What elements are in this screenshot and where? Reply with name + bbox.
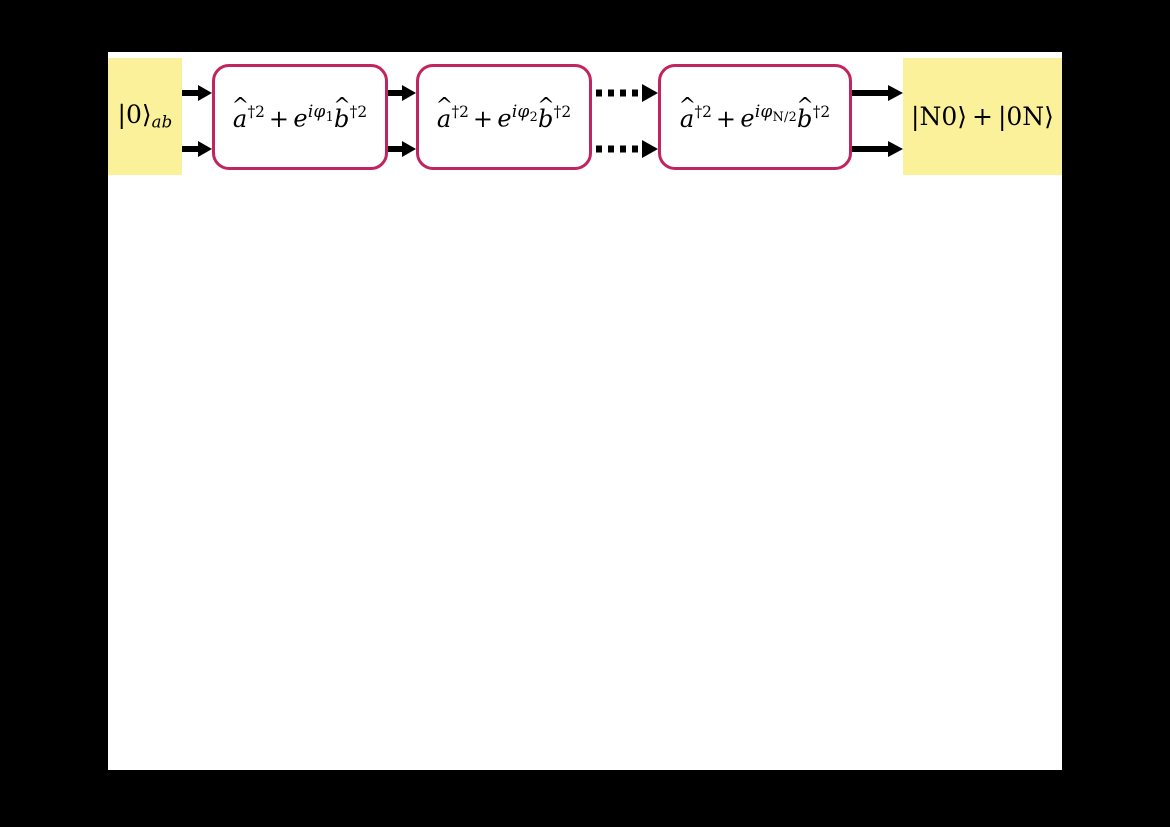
stage-2-op-b-exponent: †2: [553, 103, 572, 122]
stage-n-op-b-exponent: †2: [812, 103, 831, 122]
stage-2-exp-arg-text: iφ: [511, 101, 530, 122]
connector-stage-n-to-output-top: [852, 81, 903, 105]
stage-1-exp-arg: iφ1: [307, 101, 334, 124]
stage-1-op-a-exponent: †2: [247, 103, 265, 122]
stage-n-op-a: a: [680, 107, 695, 131]
connector-input-to-stage-1-top: [182, 81, 212, 105]
connector-input-to-stage-1-bottom: [182, 137, 212, 161]
stage-2-op-a: a: [437, 107, 452, 131]
stage-1-op-a: a: [233, 107, 248, 131]
stage-n-op-b: b: [797, 107, 813, 131]
stage-n-exp-base: e: [740, 104, 755, 133]
input-state-block: |0⟩ab: [108, 58, 182, 175]
stage-1-op-b-exponent: †2: [349, 103, 368, 122]
stage-n-exp-arg: iφN/2: [754, 101, 797, 124]
stage-2-op-a-exponent: †2: [451, 103, 469, 122]
stage-box-2: a†2+eiφ2b†2: [416, 64, 592, 170]
stage-2-exp-index: 2: [529, 109, 538, 125]
stage-1-exp-arg-text: iφ: [307, 101, 326, 122]
output-state-label: |N0⟩+|0N⟩: [911, 104, 1054, 129]
stage-1-exp-base: e: [293, 104, 308, 133]
connector-stage-1-to-stage-2-top: [388, 81, 416, 105]
stage-n-op-a-exponent: †2: [694, 103, 712, 122]
input-ket-subscript: ab: [151, 112, 173, 132]
stage-n-plus: +: [715, 104, 737, 133]
output-plus: +: [972, 102, 993, 131]
stage-2-formula: a†2+eiφ2b†2: [437, 103, 571, 131]
input-state-label: |0⟩ab: [118, 102, 173, 131]
output-term-2: |0N⟩: [997, 102, 1054, 131]
stage-2-op-b: b: [538, 107, 554, 131]
output-term-1: |N0⟩: [911, 102, 968, 131]
quantum-circuit-pipeline: |0⟩ab a†2+eiφ1b†2: [108, 58, 1062, 175]
stage-1-exp-index: 1: [325, 109, 334, 125]
stage-box-1: a†2+eiφ1b†2: [212, 64, 388, 170]
stage-n-formula: a†2+eiφN/2b†2: [680, 103, 830, 131]
stage-n-exp-index: N/2: [772, 109, 798, 125]
figure-canvas: |0⟩ab a†2+eiφ1b†2: [108, 52, 1062, 770]
connector-stage-2-to-stage-n-bottom: [594, 137, 658, 161]
input-ket: |0⟩: [117, 99, 152, 129]
stage-1-op-b: b: [334, 107, 350, 131]
stage-1-formula: a†2+eiφ1b†2: [233, 103, 367, 131]
stage-2-exp-base: e: [497, 104, 512, 133]
output-state-block: |N0⟩+|0N⟩: [903, 58, 1062, 175]
stage-box-n: a†2+eiφN/2b†2: [658, 64, 852, 170]
connector-stage-1-to-stage-2-bottom: [388, 137, 416, 161]
stage-2-exp-arg: iφ2: [511, 101, 538, 124]
connector-stage-2-to-stage-n-top: [594, 81, 658, 105]
stage-1-plus: +: [268, 104, 290, 133]
connector-stage-n-to-output-bottom: [852, 137, 903, 161]
stage-n-exp-arg-text: iφ: [754, 101, 773, 122]
stage-2-plus: +: [472, 104, 494, 133]
